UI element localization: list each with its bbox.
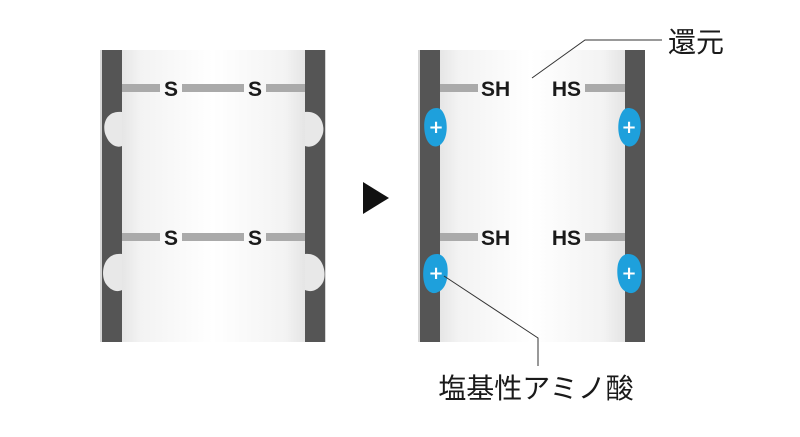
left-bump-top-left	[104, 111, 122, 147]
basic-amino-acid-label: 塩基性アミノ酸	[438, 372, 633, 405]
right-strand-right	[625, 50, 645, 342]
left-panel: S S S S	[100, 50, 326, 342]
reduction-leader-line	[531, 39, 662, 79]
right-fiber-background	[418, 50, 644, 342]
basic-amino-acid-leader-line	[443, 275, 539, 366]
left-strand-left	[102, 50, 122, 342]
left-top-sulfur-right: S	[248, 78, 262, 101]
triangle-right-icon	[363, 182, 389, 214]
plus-icon: +	[621, 263, 636, 284]
plus-icon: +	[428, 117, 443, 138]
plus-icon: +	[428, 263, 443, 284]
plus-icon: +	[621, 117, 636, 138]
charge-blob-bottom-left: +	[423, 254, 448, 294]
right-panel: SH HS SH HS + + + +	[418, 50, 645, 342]
reduction-label: 還元	[668, 26, 724, 59]
left-top-sulfur-left: S	[164, 78, 178, 101]
left-fiber-background	[100, 50, 326, 342]
left-strand-right	[305, 50, 325, 342]
right-strand-left	[420, 50, 440, 342]
left-bottom-sulfur-left: S	[164, 227, 178, 250]
left-bottom-sulfur-right: S	[248, 227, 262, 250]
right-top-thiol-right: HS	[552, 78, 581, 101]
right-bottom-thiol-left: SH	[481, 227, 510, 250]
left-bump-bottom-left	[103, 253, 122, 292]
right-bottom-thiol-right: HS	[552, 227, 581, 250]
charge-blob-top-left: +	[424, 108, 447, 147]
right-top-thiol-left: SH	[481, 78, 510, 101]
charge-blob-bottom-right: +	[617, 254, 642, 294]
left-bump-top-right	[305, 111, 324, 147]
left-bump-bottom-right	[305, 253, 325, 292]
charge-blob-top-right: +	[618, 108, 641, 147]
